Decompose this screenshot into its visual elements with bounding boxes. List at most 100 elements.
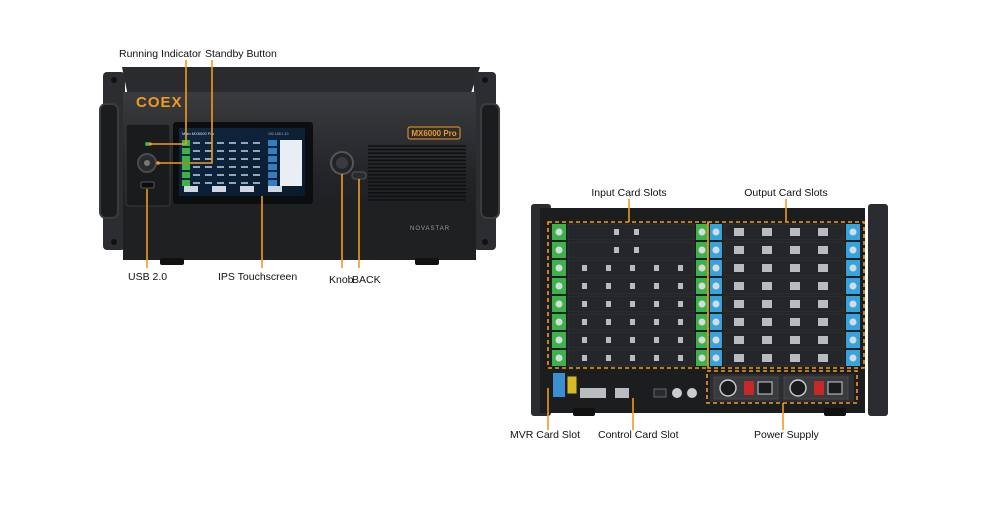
screen-cell xyxy=(205,166,212,168)
screen-side-panel xyxy=(280,140,302,186)
screen-cell xyxy=(253,166,260,168)
screen-cell xyxy=(217,166,224,168)
output-card xyxy=(723,223,845,241)
screen-cell xyxy=(193,142,200,144)
screen-cell xyxy=(253,142,260,144)
screen-footer-button xyxy=(240,186,254,192)
back-button[interactable] xyxy=(351,171,367,180)
output-connector xyxy=(734,336,744,344)
screen-cell xyxy=(229,166,236,168)
rj45-port[interactable] xyxy=(615,388,629,398)
output-card xyxy=(723,241,845,259)
psu-ac-inlet[interactable] xyxy=(827,381,843,395)
input-connector xyxy=(582,301,587,307)
output-card xyxy=(723,295,845,313)
psu-switch[interactable] xyxy=(744,381,754,395)
screen-cell xyxy=(205,142,212,144)
output-connector xyxy=(790,264,800,272)
screen-input-tile xyxy=(182,180,190,186)
input-connector xyxy=(582,265,587,271)
psu-fan xyxy=(719,379,737,397)
input-connector xyxy=(614,229,619,235)
input-connector xyxy=(582,355,587,361)
model-badge-text: MX6000 Pro xyxy=(411,129,456,138)
output-connector xyxy=(762,264,772,272)
screen-output-tile xyxy=(268,156,277,162)
rear-right-ear xyxy=(868,204,888,416)
screen-cell xyxy=(217,150,224,152)
input-connector xyxy=(630,319,635,325)
screen-footer-button xyxy=(268,186,282,192)
usb-port[interactable] xyxy=(140,181,155,189)
screen-input-tile xyxy=(182,156,190,162)
psu-ac-inlet[interactable] xyxy=(757,381,773,395)
screen-input-tile xyxy=(182,148,190,154)
maker-logo: NOVASTAR xyxy=(410,226,450,232)
output-connector xyxy=(790,282,800,290)
output-connector xyxy=(790,246,800,254)
input-connector xyxy=(678,337,683,343)
genlock-bnc-2[interactable] xyxy=(687,388,697,398)
label-mvr-slot: MVR Card Slot xyxy=(510,429,580,441)
screen-cell xyxy=(217,142,224,144)
screen-cell xyxy=(253,182,260,184)
input-connector xyxy=(654,319,659,325)
input-slots-box xyxy=(547,221,709,369)
output-cards xyxy=(710,223,860,367)
output-card xyxy=(723,349,845,367)
screen-output-tile xyxy=(268,164,277,170)
rear-panel xyxy=(531,204,888,416)
label-standby-button: Standby Button xyxy=(205,48,277,60)
output-connector xyxy=(790,300,800,308)
input-connector xyxy=(614,247,619,253)
mvr-card xyxy=(553,373,565,397)
screen-cell xyxy=(229,150,236,152)
screen-cell xyxy=(217,182,224,184)
screen-cell xyxy=(193,166,200,168)
output-card xyxy=(723,277,845,295)
psu-fan xyxy=(789,379,807,397)
output-connector xyxy=(734,282,744,290)
right-handle xyxy=(480,103,500,219)
input-cards xyxy=(552,223,708,367)
input-connector xyxy=(630,283,635,289)
genlock-bnc-1[interactable] xyxy=(672,388,682,398)
output-card xyxy=(723,331,845,349)
leader-running-indicator xyxy=(150,60,187,145)
output-connector xyxy=(734,300,744,308)
output-connector xyxy=(762,300,772,308)
output-connector xyxy=(734,354,744,362)
output-connector xyxy=(818,354,828,362)
output-connector xyxy=(762,228,772,236)
label-touchscreen: IPS Touchscreen xyxy=(218,271,297,283)
screen-ip: 192.168.1.10 xyxy=(268,132,288,136)
output-card xyxy=(723,313,845,331)
output-connector xyxy=(762,318,772,326)
screen-cell xyxy=(193,182,200,184)
input-connector xyxy=(654,355,659,361)
input-connector xyxy=(654,301,659,307)
screen-input-tile xyxy=(182,172,190,178)
mvr-card-latch xyxy=(566,375,578,395)
left-handle xyxy=(99,103,119,219)
screen-cell xyxy=(241,150,248,152)
front-callouts: Running Indicator Standby Button USB 2.0… xyxy=(119,48,381,286)
control-connector[interactable] xyxy=(653,388,667,398)
screen-cell xyxy=(253,174,260,176)
screen-cell xyxy=(205,150,212,152)
label-output-slots: Output Card Slots xyxy=(744,187,827,199)
screen-footer-button xyxy=(184,186,198,192)
screen-cell xyxy=(229,182,236,184)
screen-cell xyxy=(241,158,248,160)
input-connector xyxy=(606,337,611,343)
screen-title: Main MX6000 Pro xyxy=(182,131,215,136)
screen-cell xyxy=(229,174,236,176)
output-connector xyxy=(790,318,800,326)
screen-output-tile xyxy=(268,180,277,186)
psu-switch[interactable] xyxy=(814,381,824,395)
ethernet-ports[interactable] xyxy=(580,388,606,398)
input-connector xyxy=(634,229,639,235)
output-connector xyxy=(790,228,800,236)
label-running-indicator: Running Indicator xyxy=(119,48,202,60)
